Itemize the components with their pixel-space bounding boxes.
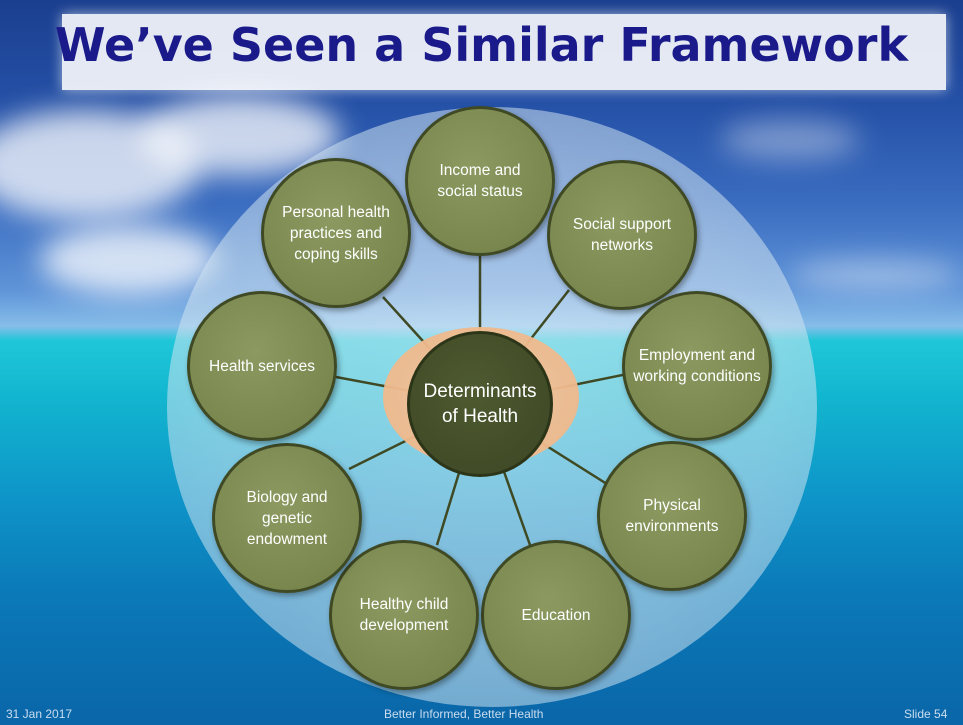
node-label: Education (521, 606, 591, 624)
node-personal-health: Personal health practices and coping ski… (261, 158, 411, 308)
slide-title: We’ve Seen a Similar Framework (54, 18, 909, 72)
footer-tagline: Better Informed, Better Health (384, 707, 544, 721)
cloud-decoration (40, 225, 220, 295)
node-label: Employment and working conditions (633, 347, 761, 385)
node-label: Income and social status (437, 162, 523, 200)
node-employment: Employment and working conditions (622, 291, 772, 441)
cloud-decoration (720, 120, 860, 160)
node-health-services: Health services (187, 291, 337, 441)
node-physical-environments: Physical environments (597, 441, 747, 591)
node-education: Education (481, 540, 631, 690)
node-label: Personal health practices and coping ski… (282, 203, 390, 263)
node-label: Health services (209, 357, 315, 375)
node-biology: Biology and genetic endowment (212, 443, 362, 593)
node-social-support: Social support networks (547, 160, 697, 310)
center-node: Determinants of Health (407, 331, 553, 477)
node-label: Social support networks (572, 216, 672, 254)
footer-slide-number: Slide 54 (904, 707, 948, 721)
node-label: Biology and genetic endowment (246, 488, 328, 548)
node-label: Healthy child development (359, 596, 449, 634)
title-banner (62, 14, 946, 90)
node-label: Physical environments (625, 497, 719, 535)
footer-date: 31 Jan 2017 (6, 707, 73, 721)
node-income: Income and social status (405, 106, 555, 256)
center-node-label: Determinants of Health (423, 381, 537, 427)
cloud-decoration (790, 260, 960, 290)
node-healthy-child: Healthy child development (329, 540, 479, 690)
